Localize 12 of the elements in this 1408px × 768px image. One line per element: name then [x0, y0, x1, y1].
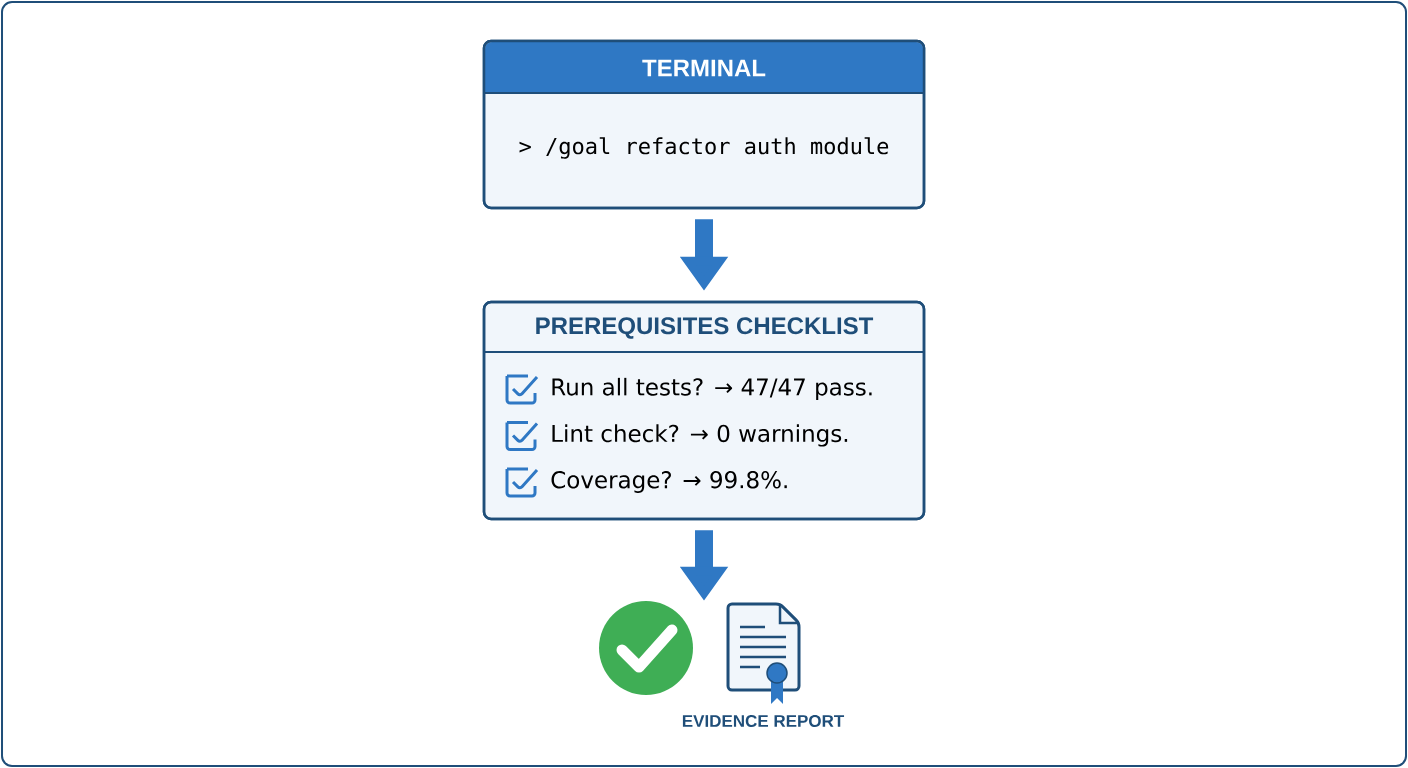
checkbox-icon: [505, 374, 539, 405]
command-text: > /goal refactor auth module: [519, 137, 889, 159]
check-circle-icon: [599, 601, 693, 695]
checklist-item: Lint check? → 0 warnings.: [552, 424, 848, 447]
document-icon: [726, 602, 801, 704]
command-text: TERMINAL: [642, 59, 766, 77]
checklist-item: Coverage? → 99.8%.: [551, 471, 787, 493]
checklist-item: Run all tests? → 47/47 pass.: [552, 377, 872, 401]
terminal-window: [482, 39, 926, 210]
checkbox-icon: [505, 467, 539, 498]
caption: EVIDENCE REPORT: [682, 714, 845, 727]
checkbox-icon: [505, 421, 539, 451]
